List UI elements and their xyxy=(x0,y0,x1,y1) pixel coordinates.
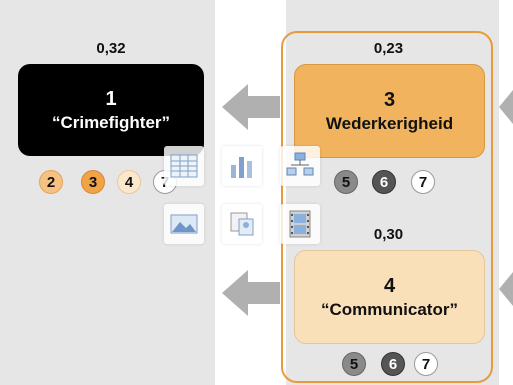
clipart-icon xyxy=(230,212,254,236)
media-clip-icon xyxy=(289,210,311,238)
profile-box-crimefighter: 1 “Crimefighter” xyxy=(18,64,204,156)
number-circle: 6 xyxy=(381,352,405,376)
profile-box-wederkerigheid: 3 Wederkerigheid xyxy=(294,64,485,158)
score-value: 0,23 xyxy=(373,40,404,57)
number-circle: 7 xyxy=(414,352,438,376)
table-icon xyxy=(170,154,198,178)
profile-label: Wederkerigheid xyxy=(325,113,454,133)
number-circle: 5 xyxy=(334,170,358,194)
score-value: 0,32 xyxy=(96,40,126,57)
number-circle: 5 xyxy=(342,352,366,376)
insert-clipart-button[interactable] xyxy=(222,204,262,244)
insert-table-button[interactable] xyxy=(164,146,204,186)
content-placeholder-toolbar xyxy=(158,146,330,256)
number-circle: 6 xyxy=(372,170,396,194)
insert-picture-button[interactable] xyxy=(164,204,204,244)
number-circle: 2 xyxy=(39,170,63,194)
picture-icon xyxy=(170,214,198,234)
number-circle: 7 xyxy=(411,170,435,194)
insert-media-clip-button[interactable] xyxy=(280,204,320,244)
number-circle: 4 xyxy=(117,170,141,194)
insert-chart-button[interactable] xyxy=(222,146,262,186)
smartart-icon xyxy=(286,152,314,176)
insert-smartart-button[interactable] xyxy=(280,146,320,186)
score-value: 0,30 xyxy=(373,226,404,243)
profile-box-communicator: 4 “Communicator” xyxy=(294,250,485,344)
profile-label: “Communicator” xyxy=(321,299,458,319)
profile-number: 1 xyxy=(105,87,117,110)
arrow-left-icon xyxy=(222,270,280,316)
arrow-left-icon xyxy=(222,84,280,130)
profile-label: “Crimefighter” xyxy=(51,112,171,132)
profile-number: 4 xyxy=(383,274,396,297)
arrow-left-icon xyxy=(499,272,513,306)
chart-icon xyxy=(231,157,252,178)
arrow-left-icon xyxy=(499,90,513,124)
number-circle: 3 xyxy=(81,170,105,194)
profile-number: 3 xyxy=(383,88,396,111)
